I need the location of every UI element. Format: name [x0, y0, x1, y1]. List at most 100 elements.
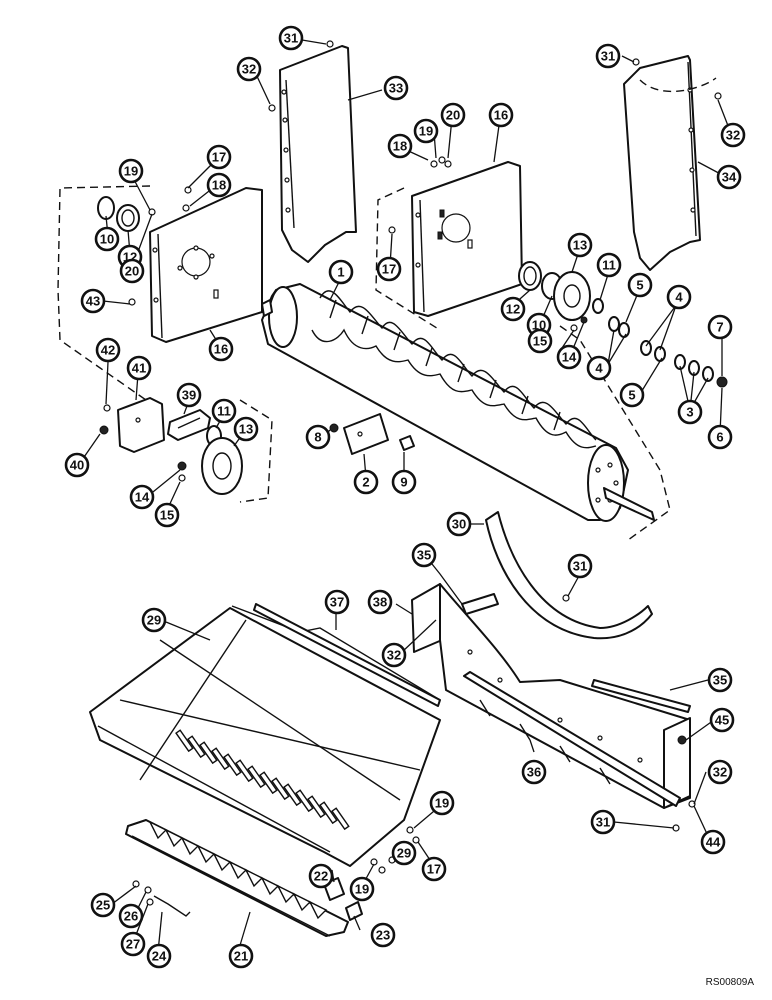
- callout: 35: [707, 667, 733, 693]
- svg-text:35: 35: [417, 548, 431, 563]
- svg-text:17: 17: [427, 862, 441, 877]
- svg-text:30: 30: [452, 517, 466, 532]
- svg-text:25: 25: [96, 898, 110, 913]
- end-plate-16-left: [149, 187, 263, 343]
- callout: 19: [118, 158, 144, 184]
- svg-text:29: 29: [397, 846, 411, 861]
- svg-text:45: 45: [715, 713, 729, 728]
- bolt-42: [103, 404, 111, 412]
- strip-35-upper: [461, 593, 499, 615]
- callout: 11: [596, 252, 622, 278]
- callout: 34: [716, 164, 742, 190]
- svg-text:17: 17: [382, 262, 396, 277]
- clip-24: [153, 895, 191, 917]
- callout: 35: [411, 542, 437, 568]
- end-plate-16-right: [411, 161, 523, 317]
- bracket-39: [167, 409, 211, 441]
- svg-text:14: 14: [562, 350, 577, 365]
- auger-1: [261, 283, 655, 522]
- svg-text:20: 20: [125, 264, 139, 279]
- svg-text:33: 33: [389, 81, 403, 96]
- callout: 20: [440, 102, 466, 128]
- svg-text:27: 27: [126, 937, 140, 952]
- svg-text:39: 39: [182, 388, 196, 403]
- svg-text:4: 4: [595, 361, 603, 376]
- callout: 6: [707, 424, 733, 450]
- trough-pan-29: [89, 605, 441, 867]
- svg-text:17: 17: [212, 150, 226, 165]
- nut-14-left: [177, 461, 187, 471]
- callout: 19: [413, 118, 439, 144]
- svg-text:8: 8: [314, 430, 321, 445]
- callout: 15: [154, 502, 180, 528]
- svg-text:10: 10: [100, 232, 114, 247]
- svg-text:35: 35: [713, 673, 727, 688]
- svg-text:32: 32: [387, 648, 401, 663]
- svg-text:7: 7: [716, 320, 723, 335]
- callout: 11: [211, 398, 237, 424]
- callout: 45: [709, 707, 735, 733]
- dash-group-right: [375, 187, 671, 541]
- svg-text:19: 19: [355, 882, 369, 897]
- svg-text:15: 15: [160, 508, 174, 523]
- scraper-bar-21: [125, 819, 349, 937]
- callout: 44: [700, 829, 726, 855]
- callout: 14: [556, 344, 582, 370]
- callout: 1: [328, 259, 354, 285]
- svg-text:32: 32: [242, 62, 256, 77]
- svg-text:3: 3: [686, 405, 693, 420]
- callout: 5: [619, 382, 645, 408]
- svg-text:20: 20: [446, 108, 460, 123]
- callout: 32: [720, 122, 746, 148]
- callout: 13: [233, 416, 259, 442]
- callout: 16: [208, 336, 234, 362]
- washer-15-left: [178, 474, 186, 482]
- svg-text:19: 19: [124, 164, 138, 179]
- callout: 10: [94, 226, 120, 252]
- callout: 24: [146, 943, 172, 969]
- reference-code: RS00809A: [705, 977, 754, 988]
- callout: 19: [349, 876, 375, 902]
- svg-text:11: 11: [602, 258, 616, 273]
- callout: 9: [391, 469, 417, 495]
- svg-text:38: 38: [373, 595, 387, 610]
- svg-text:22: 22: [314, 869, 328, 884]
- svg-text:16: 16: [494, 108, 508, 123]
- svg-text:5: 5: [636, 278, 643, 293]
- channel-36: [463, 671, 681, 807]
- callout: 21: [228, 943, 254, 969]
- strip-37: [253, 603, 441, 707]
- callout: 5: [627, 272, 653, 298]
- svg-text:2: 2: [362, 475, 369, 490]
- svg-text:37: 37: [330, 595, 344, 610]
- side-sheet-34: [623, 55, 717, 271]
- callout: 36: [521, 759, 547, 785]
- callout: 33: [383, 75, 409, 101]
- callout: 18: [387, 133, 413, 159]
- callout: 30: [446, 511, 472, 537]
- svg-text:43: 43: [86, 294, 100, 309]
- svg-text:21: 21: [234, 949, 248, 964]
- svg-text:5: 5: [628, 388, 635, 403]
- svg-text:40: 40: [70, 458, 84, 473]
- shield-41: [117, 397, 165, 453]
- callout: 42: [95, 337, 121, 363]
- svg-text:15: 15: [533, 334, 547, 349]
- dash-group-left: [57, 185, 273, 503]
- svg-text:4: 4: [675, 290, 683, 305]
- callout: 3: [677, 399, 703, 425]
- callout: 4: [666, 284, 692, 310]
- svg-text:23: 23: [376, 928, 390, 943]
- callout: 32: [236, 56, 262, 82]
- callout: 7: [707, 314, 733, 340]
- callout: 31: [595, 43, 621, 69]
- side-sheet-33: [279, 45, 357, 263]
- callout: 16: [488, 102, 514, 128]
- callout: 14: [129, 484, 155, 510]
- callout-list: 31 32 33 31 32 34 16 19 20 18 17 19 17 1…: [64, 25, 746, 969]
- svg-text:6: 6: [716, 430, 723, 445]
- callout: 25: [90, 892, 116, 918]
- rod-29: [139, 619, 247, 781]
